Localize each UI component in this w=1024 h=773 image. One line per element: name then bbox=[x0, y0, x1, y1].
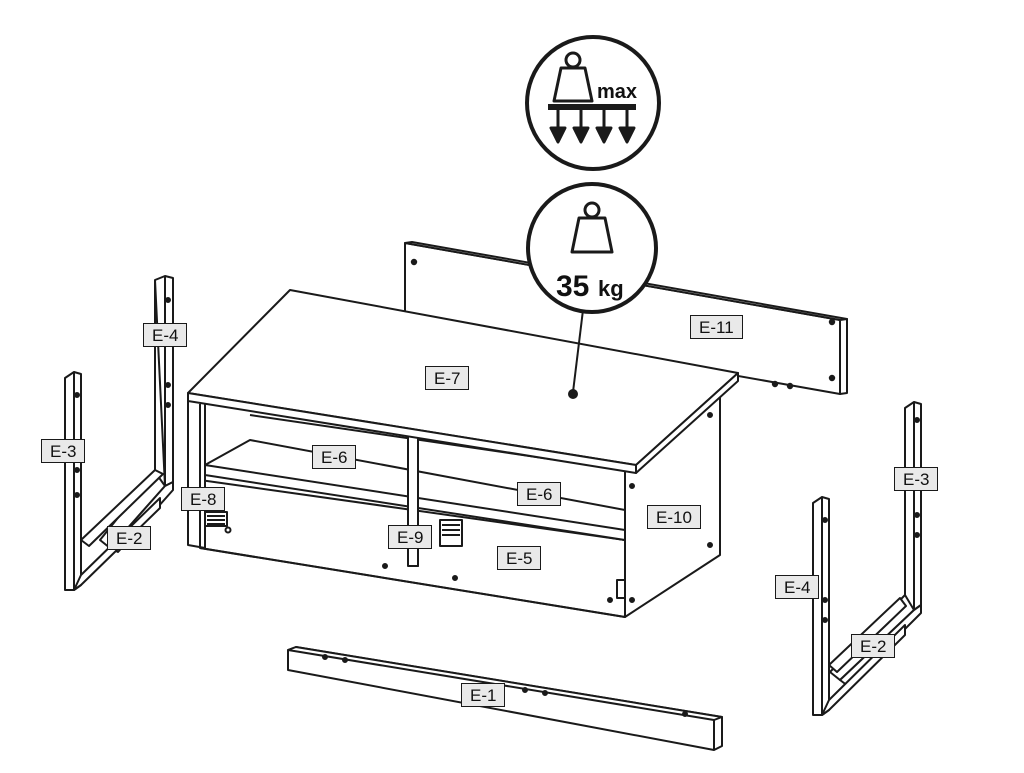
part-label-e1: E-1 bbox=[461, 683, 506, 707]
load-value: 35 bbox=[556, 270, 589, 303]
part-label-e6-left: E-6 bbox=[312, 445, 357, 469]
runner-right bbox=[407, 519, 463, 567]
legs-right bbox=[812, 401, 922, 716]
part-label-e5: E-5 bbox=[497, 546, 542, 570]
max-text: max bbox=[597, 81, 637, 103]
runner-left bbox=[204, 511, 228, 527]
part-label-e4-right: E-4 bbox=[775, 575, 820, 599]
weight-icon bbox=[552, 51, 594, 103]
part-label-e11: E-11 bbox=[690, 315, 743, 339]
part-label-e9: E-9 bbox=[388, 525, 433, 549]
part-label-e3-right: E-3 bbox=[894, 467, 939, 491]
weight-pointer bbox=[568, 309, 584, 399]
part-label-e8: E-8 bbox=[181, 487, 226, 511]
part-label-e10: E-10 bbox=[647, 505, 701, 529]
weight-icon bbox=[570, 201, 614, 254]
part-label-e2-right: E-2 bbox=[851, 634, 896, 658]
part-label-e4-left: E-4 bbox=[143, 323, 188, 347]
max-weight-badge: max bbox=[525, 35, 661, 171]
part-label-e6-right: E-6 bbox=[517, 482, 562, 506]
part-label-e3-left: E-3 bbox=[41, 439, 86, 463]
load-unit: kg bbox=[598, 276, 624, 301]
part-label-e7: E-7 bbox=[425, 366, 470, 390]
down-arrows-icon bbox=[549, 110, 636, 144]
part-label-e2-left: E-2 bbox=[107, 526, 152, 550]
load-badge: 35 kg bbox=[526, 182, 658, 314]
